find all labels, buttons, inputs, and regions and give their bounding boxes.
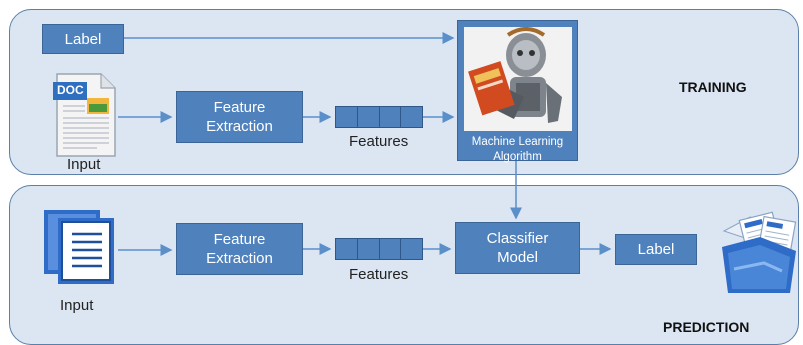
training-input-caption: Input [67,156,101,173]
classifier-line2: Model [497,249,538,266]
training-title: TRAINING [679,79,747,95]
prediction-feature-extraction-line1: Feature [213,231,266,248]
prediction-label-text: Label [637,241,675,258]
prediction-label-box: Label [615,234,697,265]
classifier-model-box: Classifier Model [455,222,580,274]
feature-cell [380,107,402,127]
feature-cell [380,239,402,259]
feature-cell [401,107,422,127]
training-feature-extraction-line1: Feature [213,99,266,116]
training-feature-extraction-box: Feature Extraction [176,91,303,143]
robot-reading-image [464,27,572,131]
training-features-vector [335,106,423,128]
feature-cell [401,239,422,259]
prediction-feature-extraction-line2: Extraction [206,250,273,267]
ml-algorithm-caption: Machine Learning Algorithm [458,135,577,165]
training-feature-extraction-line2: Extraction [206,118,273,135]
feature-cell [358,107,380,127]
feature-cell [336,239,358,259]
prediction-features-caption: Features [349,266,409,283]
training-label-box: Label [42,24,124,54]
doc-icon-text: DOC [57,83,84,97]
classifier-line1: Classifier [486,230,549,247]
prediction-panel [9,185,799,345]
training-label-text: Label [64,30,102,48]
prediction-title: PREDICTION [663,319,750,335]
prediction-input-caption: Input [60,297,94,314]
feature-cell [358,239,380,259]
ml-algorithm-box: Machine Learning Algorithm [457,20,578,163]
feature-cell [336,107,358,127]
ml-caption-line2: Algorithm [493,151,542,163]
prediction-feature-extraction-box: Feature Extraction [176,223,303,275]
documents-stack-icon [42,208,117,288]
ml-caption-line1: Machine Learning [471,136,564,148]
training-features-caption: Features [349,133,409,150]
doc-file-icon: DOC [53,72,117,160]
folder-documents-icon [720,207,799,295]
training-panel [9,9,799,175]
prediction-features-vector [335,238,423,260]
